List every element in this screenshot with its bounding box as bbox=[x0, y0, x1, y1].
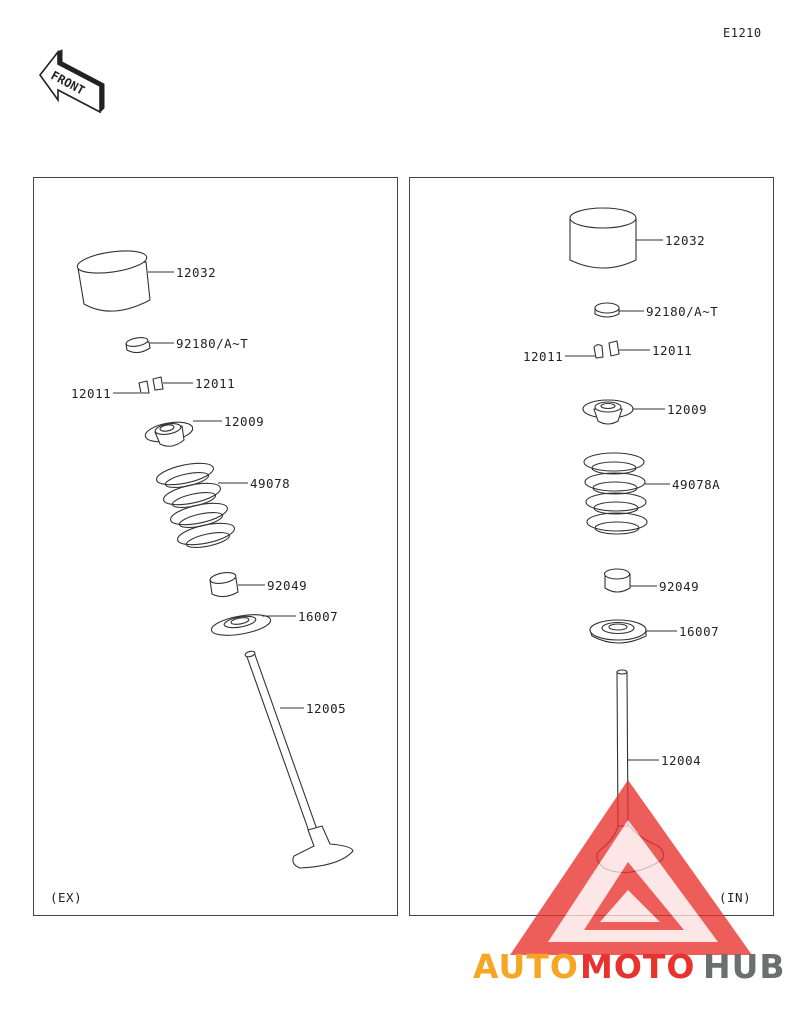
front-arrow-icon: FRONT bbox=[38, 49, 105, 114]
in-retainer-drawing bbox=[582, 399, 634, 425]
watermark-auto: AUTO bbox=[473, 947, 579, 986]
ex-valve-drawing bbox=[244, 650, 354, 869]
ex-label-tappet: 12032 bbox=[176, 265, 217, 280]
in-label-shim: 92180/A~T bbox=[646, 304, 719, 319]
in-panel bbox=[409, 177, 774, 916]
in-label-valve: 12004 bbox=[661, 753, 702, 768]
watermark: AUTO MOTO HUB bbox=[473, 947, 795, 991]
ex-cotters-drawing bbox=[138, 376, 164, 394]
in-tappet-drawing bbox=[569, 207, 637, 269]
ex-seal-drawing bbox=[209, 572, 239, 598]
ex-label-seal: 92049 bbox=[267, 578, 308, 593]
ex-spring-drawing bbox=[156, 462, 235, 548]
ex-label-retainer: 12009 bbox=[224, 414, 265, 429]
in-shim-drawing bbox=[594, 302, 620, 318]
in-spring-drawing bbox=[583, 452, 648, 535]
in-label-retainer: 12009 bbox=[667, 402, 708, 417]
ex-tappet-drawing bbox=[76, 250, 151, 312]
in-label-spring: 49078A bbox=[672, 477, 721, 492]
ex-shim-drawing bbox=[125, 337, 151, 354]
ex-label-spring: 49078 bbox=[250, 476, 291, 491]
automotohub-logo-icon bbox=[510, 780, 752, 955]
ex-label-valve: 12005 bbox=[306, 701, 347, 716]
ex-caption: (EX) bbox=[50, 890, 83, 905]
ex-seat-drawing bbox=[210, 614, 272, 636]
watermark-moto: MOTO bbox=[580, 947, 696, 986]
ex-label-cotter-right: 12011 bbox=[195, 376, 236, 391]
ex-label-cotter-left: 12011 bbox=[71, 386, 112, 401]
in-seal-drawing bbox=[603, 568, 631, 593]
ex-retainer-drawing bbox=[144, 421, 194, 447]
watermark-hub: HUB bbox=[703, 947, 786, 986]
ex-label-shim: 92180/A~T bbox=[176, 336, 249, 351]
in-label-seal: 92049 bbox=[659, 579, 700, 594]
in-label-cotter-right: 12011 bbox=[652, 343, 693, 358]
in-seat-drawing bbox=[589, 619, 647, 644]
in-label-tappet: 12032 bbox=[665, 233, 706, 248]
in-caption: (IN) bbox=[719, 890, 752, 905]
diagram-code: E1210 bbox=[723, 26, 762, 40]
in-cotters-drawing bbox=[593, 340, 620, 359]
ex-label-seat: 16007 bbox=[298, 609, 339, 624]
in-label-cotter-left: 12011 bbox=[523, 349, 564, 364]
in-label-seat: 16007 bbox=[679, 624, 720, 639]
